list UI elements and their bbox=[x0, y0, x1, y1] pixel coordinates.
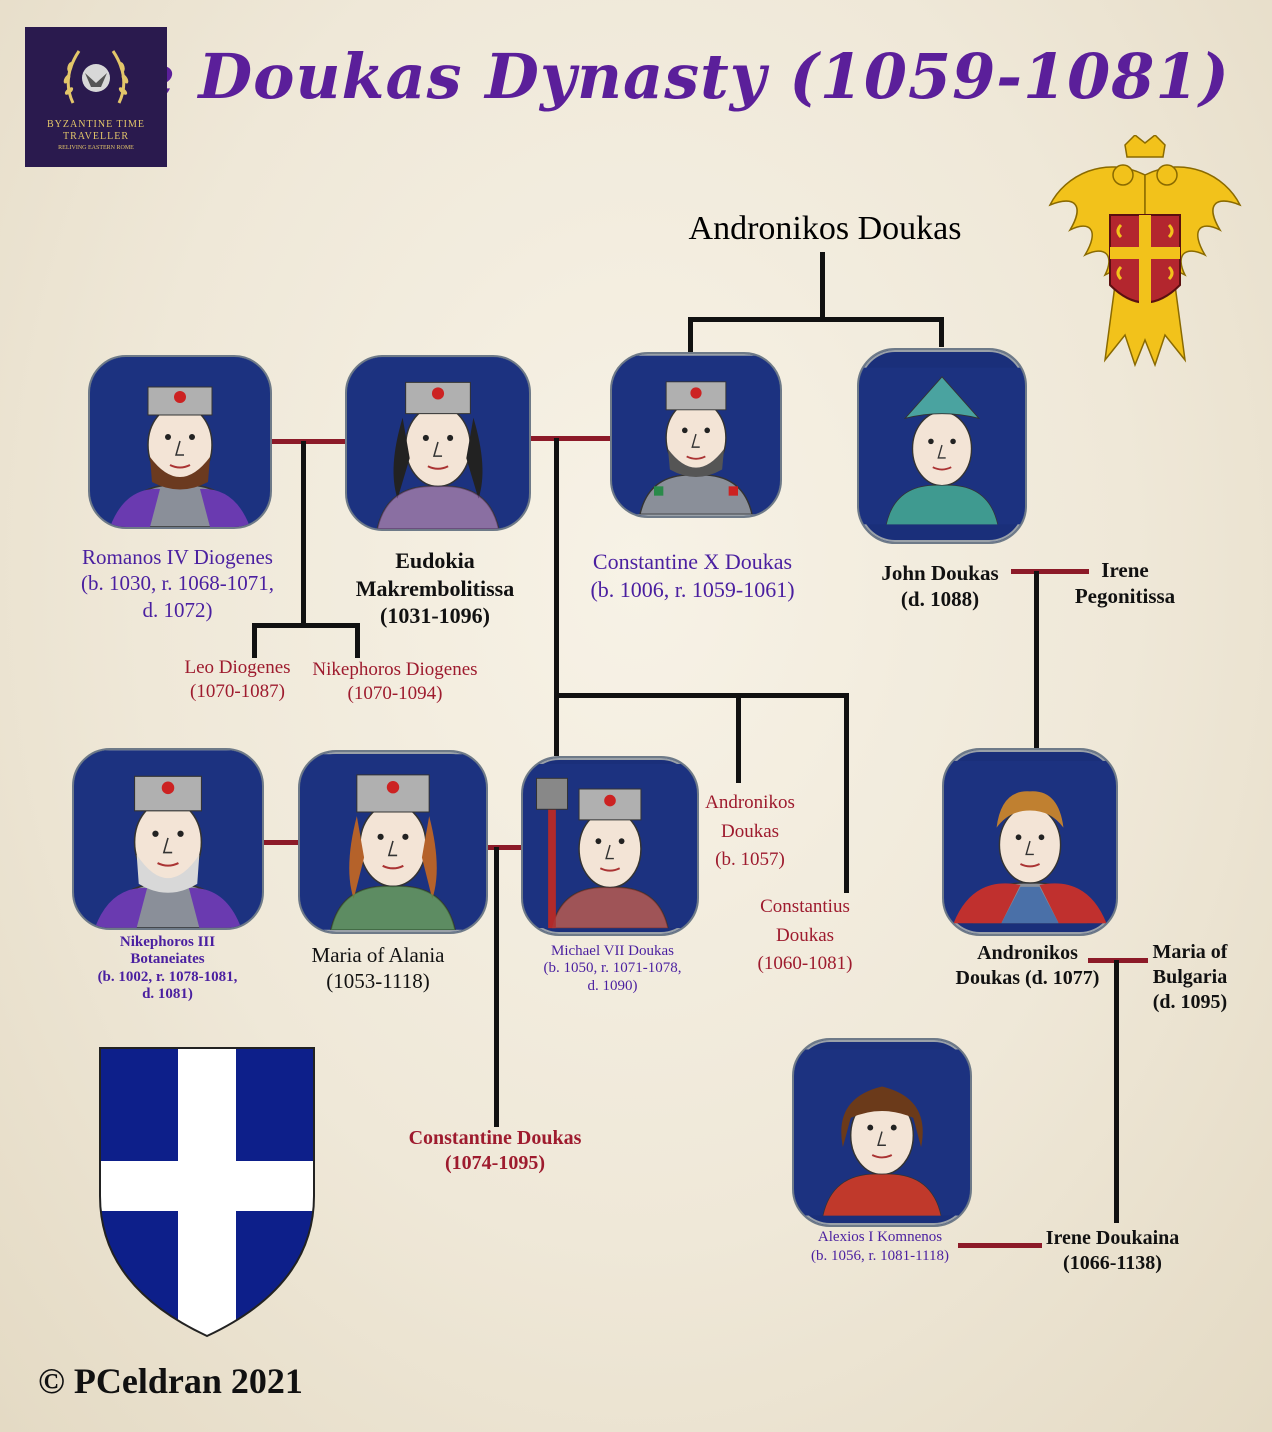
constantine-doukas-name: Constantine Doukas bbox=[408, 1127, 582, 1149]
label-irene-pegonitissa: Irene Pegonitissa bbox=[1055, 557, 1195, 610]
line-romanos-children bbox=[301, 441, 306, 626]
constantius-name-1: Constantius bbox=[760, 896, 850, 917]
portrait-constantine-x bbox=[610, 352, 782, 518]
line-to-john bbox=[939, 317, 944, 347]
line-to-constantine-x bbox=[688, 317, 693, 352]
marriage-john-irene bbox=[1011, 569, 1089, 574]
constantine-doukas-dates: (1074-1095) bbox=[445, 1152, 545, 1174]
eudokia-name-1: Eudokia bbox=[395, 548, 475, 573]
bar-diogenes-children bbox=[252, 623, 359, 628]
logo-line-3: RELIVING EASTERN ROME bbox=[58, 145, 134, 151]
label-andronikos-d1077: Andronikos Doukas (d. 1077) bbox=[940, 941, 1115, 991]
maria-alania-name: Maria of Alania bbox=[311, 943, 445, 967]
label-maria-of-bulgaria: Maria of Bulgaria (d. 1095) bbox=[1140, 940, 1240, 1015]
page-title: The Doukas Dynasty (1059-1081) bbox=[42, 40, 1230, 113]
logo-line-1: BYZANTINE TIME bbox=[47, 119, 145, 130]
maria-bulgaria-dates: (d. 1095) bbox=[1152, 991, 1228, 1013]
romanos-dates-2: d. 1072) bbox=[142, 597, 213, 622]
label-constantius: Constantius Doukas (1060-1081) bbox=[745, 893, 865, 979]
cross-shield-coat-of-arms bbox=[99, 1047, 315, 1338]
portrait-andronikos-d1077 bbox=[942, 748, 1118, 936]
portrait-nikephoros-iii bbox=[72, 748, 264, 930]
marriage-maria-michael bbox=[483, 845, 521, 850]
portrait-eudokia bbox=[345, 355, 531, 531]
eagle-wreath-icon bbox=[63, 50, 129, 104]
irene-p-name-2: Pegonitissa bbox=[1074, 584, 1176, 609]
label-constantine-doukas: Constantine Doukas (1074-1095) bbox=[380, 1126, 610, 1176]
marriage-romanos-eudokia bbox=[266, 439, 346, 444]
marriage-nikephoros-maria bbox=[260, 840, 298, 845]
label-constantine-x: Constantine X Doukas (b. 1006, r. 1059-1… bbox=[560, 548, 825, 603]
line-to-andronikos-son bbox=[736, 693, 741, 783]
andronikos-son-name-2: Doukas bbox=[720, 820, 780, 842]
irene-p-name-1: Irene bbox=[1101, 558, 1149, 582]
romanos-dates-1: (b. 1030, r. 1068-1071, bbox=[80, 571, 275, 596]
maria-bulgaria-name-1: Maria of bbox=[1152, 941, 1228, 963]
label-leo-diogenes: Leo Diogenes (1070-1087) bbox=[170, 656, 305, 704]
portrait-alexios-i bbox=[792, 1038, 972, 1227]
label-andronikos-b1057: Andronikos Doukas (b. 1057) bbox=[695, 789, 805, 875]
label-irene-doukaina: Irene Doukaina (1066-1138) bbox=[1030, 1226, 1195, 1276]
root-andronikos-doukas: Andronikos Doukas bbox=[688, 210, 962, 247]
eudokia-dates: (1031-1096) bbox=[380, 603, 490, 628]
label-nikephoros-iii: Nikephoros III Botaneiates (b. 1002, r. … bbox=[60, 934, 275, 1003]
label-michael-vii: Michael VII Doukas (b. 1050, r. 1071-107… bbox=[515, 943, 710, 995]
john-dates: (d. 1088) bbox=[900, 587, 980, 612]
alexios-dates: (b. 1056, r. 1081-1118) bbox=[810, 1247, 950, 1264]
nikephoros-iii-dates-2: d. 1081) bbox=[142, 985, 193, 1002]
constantius-name-2: Doukas bbox=[775, 924, 835, 946]
label-nikephoros-diogenes: Nikephoros Diogenes (1070-1094) bbox=[300, 658, 490, 706]
portrait-michael-vii bbox=[521, 756, 699, 936]
constantine-x-dates: (b. 1006, r. 1059-1061) bbox=[590, 576, 795, 602]
constantine-x-name: Constantine X Doukas bbox=[592, 549, 793, 574]
eudokia-name-2: Makrembolitissa bbox=[355, 575, 515, 601]
maria-bulgaria-name-2: Bulgaria bbox=[1152, 966, 1228, 988]
line-to-irene-doukaina bbox=[1114, 960, 1119, 1223]
root-descent-line bbox=[820, 252, 825, 320]
nikephoros-iii-name-2: Botaneiates bbox=[130, 951, 205, 968]
line-to-nikephoros-diogenes bbox=[355, 623, 360, 658]
andronikos-1077-name-1: Andronikos bbox=[977, 942, 1078, 964]
label-maria-of-alania: Maria of Alania (1053-1118) bbox=[298, 942, 458, 995]
line-to-constantine-doukas bbox=[494, 847, 499, 1127]
irene-doukaina-name: Irene Doukaina bbox=[1045, 1227, 1180, 1249]
michael-vii-name: Michael VII Doukas bbox=[550, 943, 675, 959]
line-to-leo bbox=[252, 623, 257, 658]
root-children-bar bbox=[688, 317, 944, 322]
bar-constantine-children bbox=[554, 693, 849, 698]
nikephoros-iii-name-1: Nikephoros III bbox=[119, 934, 216, 950]
portrait-maria-of-alania bbox=[298, 750, 488, 934]
copyright: © PCeldran 2021 bbox=[38, 1361, 303, 1401]
portrait-john-doukas bbox=[857, 348, 1027, 544]
double-headed-eagle-coat-of-arms bbox=[1048, 135, 1242, 368]
marriage-alexios-irene bbox=[958, 1243, 1042, 1248]
leo-name: Leo Diogenes bbox=[184, 657, 291, 678]
byzantine-time-traveller-logo: BYZANTINE TIME TRAVELLER RELIVING EASTER… bbox=[25, 27, 167, 167]
portrait-romanos-iv bbox=[88, 355, 272, 529]
line-to-andronikos-1077 bbox=[1034, 571, 1039, 749]
maria-alania-dates: (1053-1118) bbox=[326, 969, 430, 994]
irene-doukaina-dates: (1066-1138) bbox=[1063, 1252, 1162, 1274]
nikephoros-d-name: Nikephoros Diogenes bbox=[312, 659, 478, 680]
leo-dates: (1070-1087) bbox=[190, 680, 285, 702]
line-constantine-children bbox=[554, 438, 559, 756]
marriage-eudokia-constantine bbox=[527, 436, 610, 441]
michael-vii-dates-1: (b. 1050, r. 1071-1078, bbox=[543, 960, 682, 977]
label-john-doukas: John Doukas (d. 1088) bbox=[860, 560, 1020, 613]
andronikos-son-dates: (b. 1057) bbox=[715, 849, 785, 870]
label-romanos: Romanos IV Diogenes (b. 1030, r. 1068-10… bbox=[60, 544, 295, 623]
andronikos-son-name-1: Andronikos bbox=[705, 792, 795, 813]
alexios-name: Alexios I Komnenos bbox=[817, 1229, 943, 1245]
label-alexios-i: Alexios I Komnenos (b. 1056, r. 1081-111… bbox=[795, 1228, 965, 1266]
logo-line-2: TRAVELLER bbox=[62, 131, 130, 142]
constantius-dates: (1060-1081) bbox=[757, 953, 853, 974]
romanos-name: Romanos IV Diogenes bbox=[82, 545, 273, 569]
andronikos-1077-name-2: Doukas (d. 1077) bbox=[955, 967, 1100, 989]
nikephoros-iii-dates-1: (b. 1002, r. 1078-1081, bbox=[97, 968, 238, 985]
label-eudokia: Eudokia Makrembolitissa (1031-1096) bbox=[330, 547, 540, 630]
michael-vii-dates-2: d. 1090) bbox=[587, 977, 638, 994]
john-name: John Doukas bbox=[881, 561, 999, 585]
line-to-constantius bbox=[844, 693, 849, 893]
nikephoros-d-dates: (1070-1094) bbox=[347, 682, 443, 704]
